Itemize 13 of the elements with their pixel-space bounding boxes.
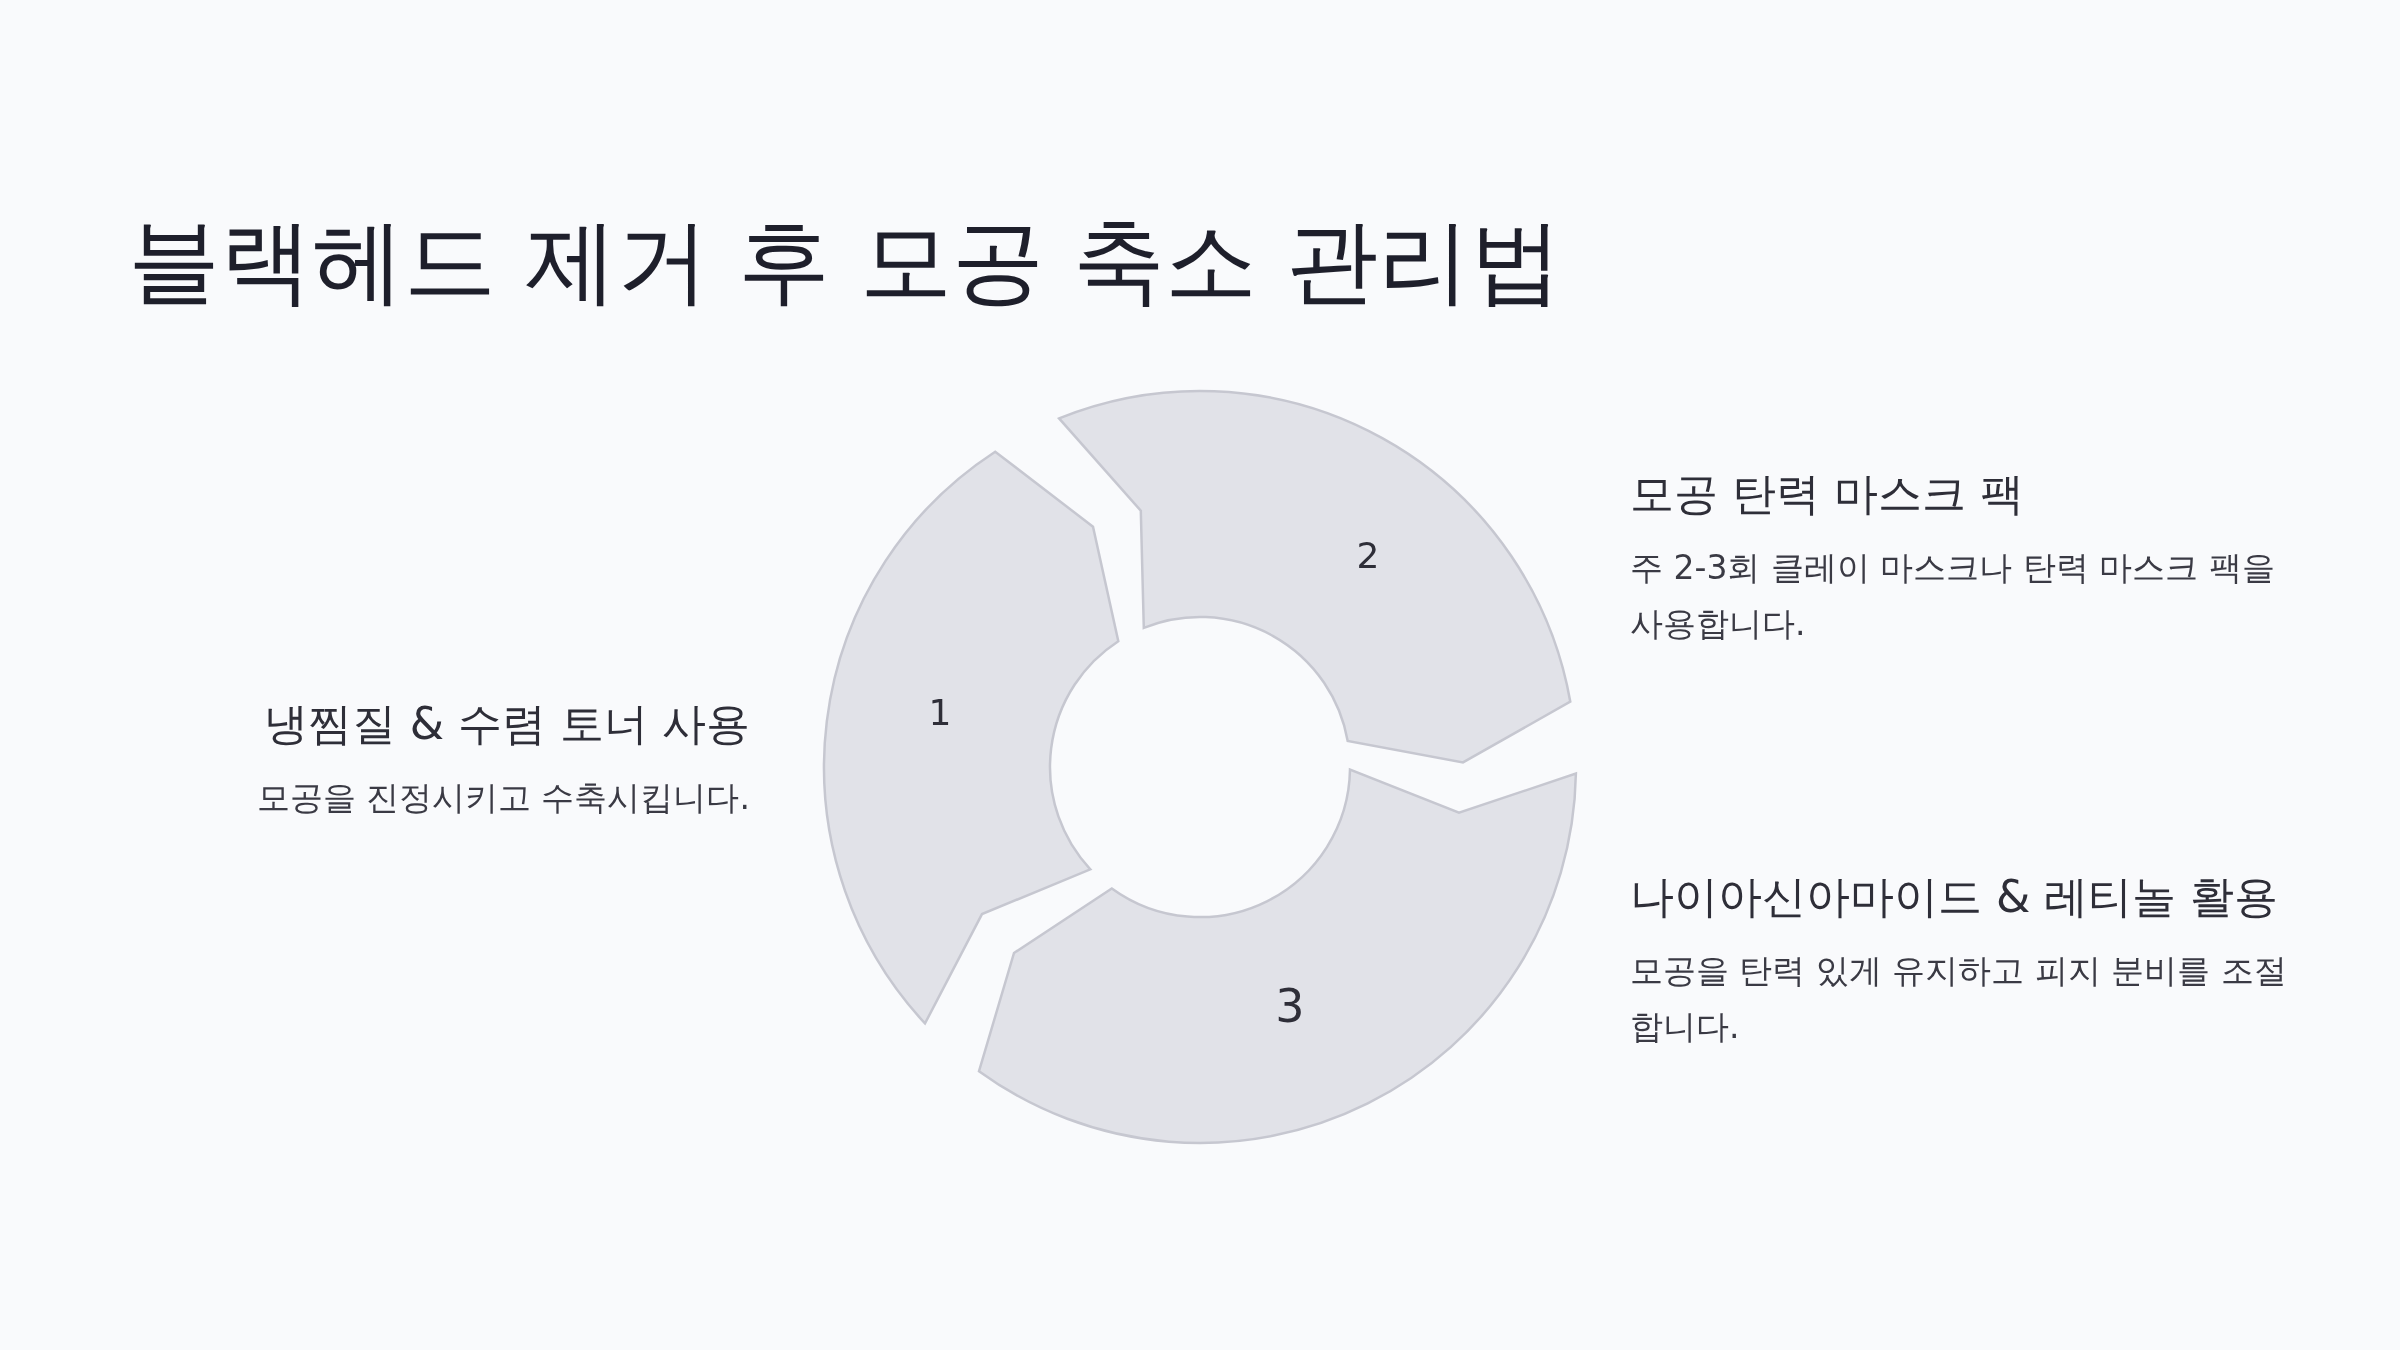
step-number: 2 bbox=[1356, 535, 1380, 576]
step-heading: 모공 탄력 마스크 팩 bbox=[1630, 467, 2025, 521]
step-description: 주 2-3회 클레이 마스크나 탄력 마스크 팩을 사용합니다. bbox=[1630, 547, 2276, 646]
step-description: 모공을 진정시키고 수축시킵니다. bbox=[255, 777, 750, 820]
title: 블랙헤드 제거 후 모공 축소 관리법 bbox=[128, 207, 1563, 317]
cycle-segment bbox=[977, 768, 1578, 1145]
cycle-segment bbox=[822, 450, 1120, 1025]
step-description: 모공을 탄력 있게 유지하고 피지 분비를 조절합니다. bbox=[1630, 950, 2288, 1049]
step-heading: 나이아신아마이드 & 레티놀 활용 bbox=[1630, 870, 2280, 924]
cycle-segment bbox=[1057, 389, 1572, 764]
step-number: 3 bbox=[1275, 979, 1305, 1033]
step-heading: 냉찜질 & 수렴 토너 사용 bbox=[262, 697, 750, 751]
step-number: 1 bbox=[928, 692, 952, 733]
